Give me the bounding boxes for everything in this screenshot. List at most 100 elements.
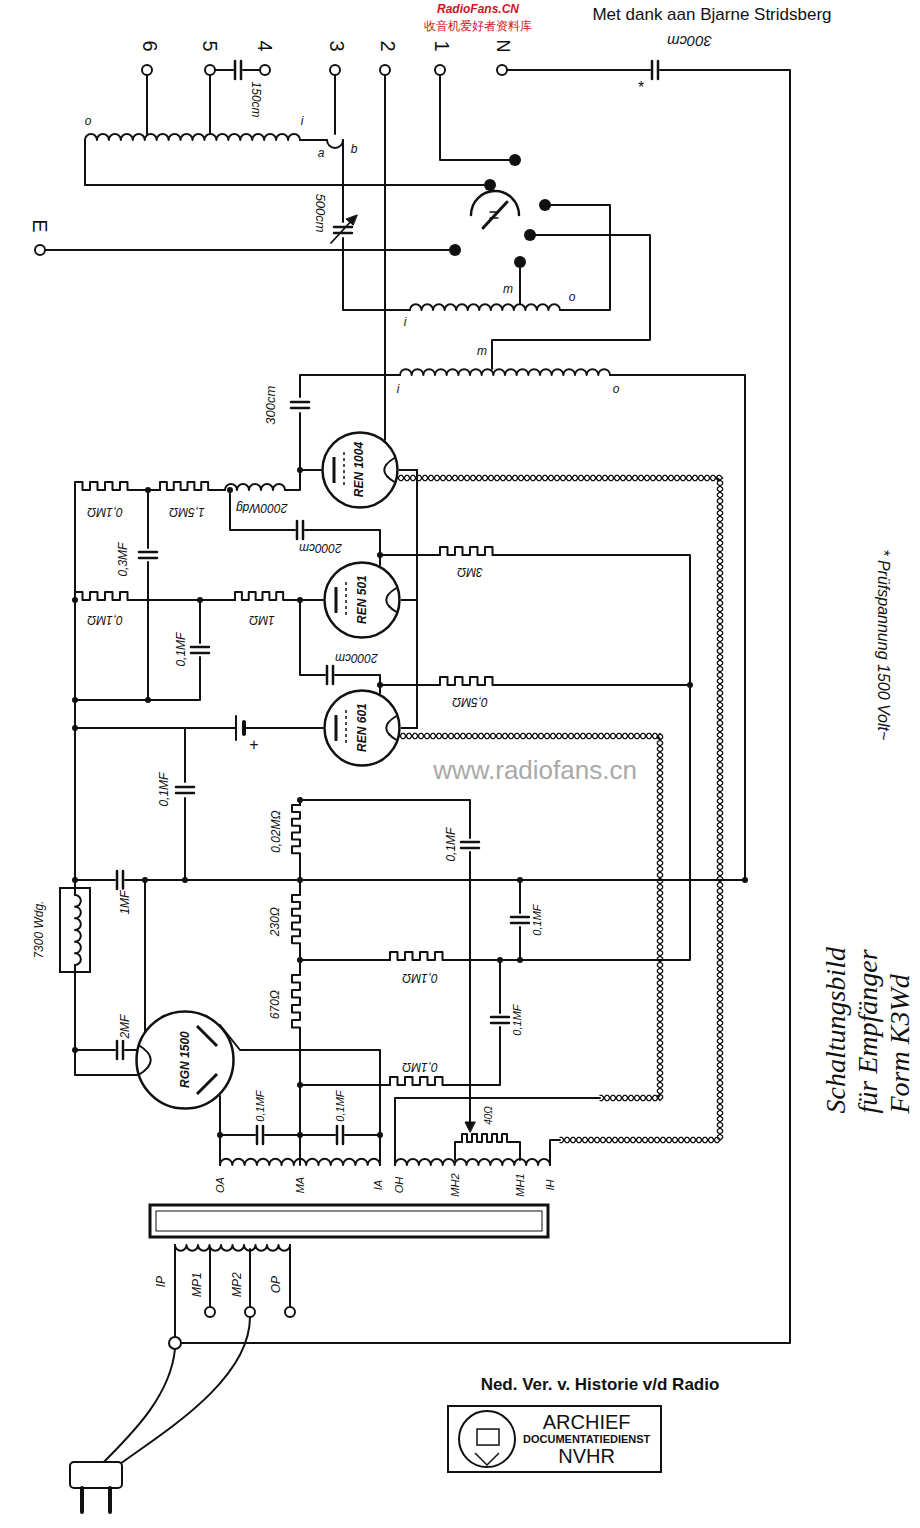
wire — [75, 1049, 115, 1051]
component-label: IA — [372, 1179, 384, 1191]
component-label: 40Ω — [483, 1105, 494, 1126]
logo-radio — [477, 1429, 499, 1445]
capacitor-gap — [256, 1125, 264, 1145]
wire — [500, 684, 690, 686]
capacitor-symbol — [461, 842, 479, 848]
component-label: MP2 — [230, 1272, 243, 1299]
component-label: 300cm — [666, 32, 713, 49]
capacitor-symbol — [337, 1126, 343, 1144]
component-label: i — [300, 115, 305, 128]
junction-dot — [687, 682, 693, 688]
junction-dot — [297, 1132, 303, 1138]
tube-grid — [345, 710, 347, 746]
component-label: Met dank aan Bjarne Stridsberg — [591, 6, 832, 25]
component-label: 0,1MΩ — [86, 613, 124, 626]
terminal — [205, 65, 215, 75]
stamp-text: ARCHIEF — [543, 1411, 631, 1433]
component-label: 300cm — [265, 384, 279, 425]
wire — [327, 140, 343, 148]
component-label: m — [502, 283, 514, 296]
capacitor-symbol — [117, 871, 123, 889]
terminal — [285, 1307, 295, 1317]
resistor-symbol — [160, 482, 215, 490]
component-label: 2 — [377, 39, 399, 52]
twisted-heater-lead — [398, 475, 723, 1142]
capacitor-symbol — [491, 1017, 509, 1023]
capacitor-symbol — [139, 552, 157, 558]
wire — [519, 880, 521, 913]
junction-dot — [182, 877, 188, 883]
component-label: 2000Wdg — [235, 501, 288, 514]
capacitor-symbol — [652, 61, 658, 79]
resistor-symbol — [75, 592, 135, 600]
junction-dot — [72, 697, 78, 703]
wire — [244, 727, 323, 729]
capacitor-gap — [510, 916, 530, 924]
terminal — [260, 65, 270, 75]
coil-symbol — [75, 895, 81, 965]
component-label: 0,1MF — [511, 1003, 523, 1036]
component-label: 0,1MF — [175, 632, 188, 668]
wire — [285, 470, 300, 490]
watermark: RadioFans.CN — [436, 3, 520, 16]
junction-dot — [377, 552, 383, 558]
capacitor-gap — [116, 870, 124, 890]
wire — [300, 1084, 390, 1086]
resistor-symbol — [390, 952, 450, 960]
component-label: OA — [214, 1176, 226, 1194]
wire — [342, 140, 344, 222]
tube-filament — [386, 588, 396, 612]
component-label: * Prüfspannung 1500 Volt~ — [875, 548, 893, 741]
junction-dot — [197, 597, 203, 603]
wire — [455, 1142, 462, 1160]
capacitor-gap — [190, 646, 210, 654]
component-label: N — [492, 39, 512, 54]
wire — [450, 927, 520, 960]
junction-dot — [72, 597, 78, 603]
junction-dot — [297, 467, 303, 473]
component-label: 5 — [199, 39, 221, 52]
tube-envelope — [323, 433, 398, 508]
terminal — [380, 65, 390, 75]
capacitor-gap — [651, 60, 659, 80]
tube-type: REN 601 — [355, 704, 368, 753]
vacuum-tube: REN 601 — [323, 689, 401, 767]
switch-contact — [509, 154, 521, 166]
logo-mark — [475, 1453, 499, 1465]
battery-symbol — [242, 722, 246, 734]
terminal — [169, 1337, 181, 1349]
coil-symbol — [410, 304, 560, 310]
component-label: i — [396, 383, 401, 396]
junction-dot — [742, 877, 748, 883]
terminal — [205, 1307, 215, 1317]
wire — [440, 75, 509, 160]
component-label: 0,3MF — [117, 542, 130, 578]
tube-plate — [333, 457, 336, 483]
terminal — [142, 65, 152, 75]
wire — [181, 70, 790, 1343]
tube-plate — [335, 715, 338, 741]
switch-contact — [449, 244, 461, 256]
wire — [290, 599, 323, 601]
capacitor-gap — [490, 1016, 510, 1024]
heater-connection — [401, 600, 417, 728]
arrowhead — [346, 215, 357, 225]
wire — [384, 75, 386, 440]
wire — [75, 562, 148, 700]
component-label: IH — [544, 1179, 556, 1192]
vacuum-tube: REN 1004 — [321, 431, 399, 509]
wire — [507, 69, 650, 71]
wire — [469, 852, 471, 1122]
component-label: 0,1MΩ — [401, 971, 439, 984]
transformer-core — [156, 1211, 542, 1231]
mains-cord — [112, 1317, 250, 1470]
component-label: 3 — [326, 39, 348, 52]
component-label: 0,1MF — [445, 827, 458, 863]
vacuum-tube: REN 501 — [323, 561, 401, 639]
coil-symbol — [225, 484, 285, 490]
heater-connection — [399, 470, 417, 600]
terminal — [35, 245, 45, 255]
resistor-symbol — [462, 1134, 512, 1142]
junction-dot — [72, 725, 78, 731]
wire — [299, 1035, 301, 1165]
